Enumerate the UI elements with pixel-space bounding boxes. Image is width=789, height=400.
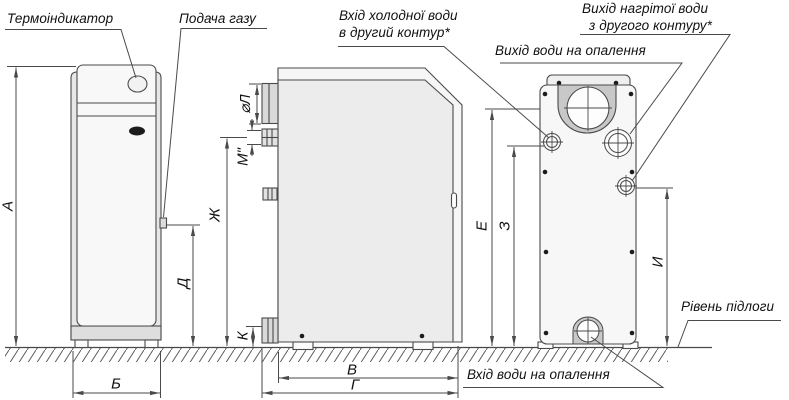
dimension-lines: [7, 66, 673, 398]
flue-pipe: [261, 82, 279, 125]
label-cold-water-inlet-line2: в другий контур*: [339, 25, 450, 40]
side-foot-right: [412, 341, 434, 351]
ground-floor-line: [5, 346, 712, 362]
front-view: [70, 64, 168, 349]
threaded-connection: [261, 128, 279, 147]
leader-lines: [5, 28, 781, 388]
flue-opening: [557, 84, 617, 134]
label-thermoindicator: Термоіндикатор: [7, 11, 114, 26]
label-floor-level: Рівень підлоги: [681, 299, 775, 314]
leader-heating-water-inlet: [463, 336, 665, 388]
label-heating-water-inlet: Вхід води на опалення: [467, 367, 610, 382]
label-dhw-outlet-line1: Вихід нагрітої води: [582, 1, 709, 16]
leader-dhw-outlet: [580, 34, 731, 182]
dhw-outlet-port: [615, 175, 637, 197]
dim-label-g: Г: [350, 376, 360, 394]
dim-label-d: Д: [174, 277, 192, 289]
cold-water-inlet-port: [541, 131, 563, 153]
viewing-window: [129, 126, 145, 136]
dim-label-zh: Ж: [206, 208, 224, 222]
leader-cold-water-inlet: [338, 46, 550, 139]
front-foot-left: [74, 339, 89, 349]
dim-label-l: ⌀Л: [237, 94, 254, 114]
dim-label-m: М": [234, 148, 252, 166]
front-base: [70, 325, 162, 341]
dim-label-z: З: [496, 221, 514, 231]
front-foot-right: [144, 339, 159, 349]
dim-label-a: А: [0, 200, 17, 212]
gas-connection-stub: [159, 217, 168, 229]
back-panel-screws: [542, 91, 635, 336]
heating-water-outlet-port: [602, 127, 634, 159]
door-handle: [450, 192, 458, 209]
leader-gas-supply: [163, 28, 267, 218]
side-body-face: [277, 79, 454, 343]
front-door: [76, 64, 157, 327]
label-heating-water-outlet: Вихід води на опалення: [495, 43, 646, 58]
label-gas-supply: Подача газу: [179, 11, 256, 26]
leader-thermoindicator: [5, 29, 137, 79]
label-cold-water-inlet-line1: Вхід холодної води: [339, 8, 458, 23]
dim-label-v: В: [346, 361, 358, 379]
dim-label-b: Б: [111, 375, 121, 393]
side-view: [261, 67, 463, 351]
thermoindicator-window: [127, 75, 148, 93]
leader-heating-water-outlet: [500, 62, 683, 135]
dim-label-k: К: [234, 331, 252, 341]
dim-label-e: Е: [473, 220, 491, 232]
side-bottom-stub: [261, 317, 279, 344]
back-view: [537, 74, 639, 350]
label-dhw-outlet-line2: з другого контуру*: [589, 18, 712, 33]
side-mid-stub: [262, 187, 278, 201]
heating-water-inlet-port: [572, 316, 604, 345]
leader-floor-level: [677, 320, 781, 348]
side-foot-left: [292, 341, 314, 351]
dim-label-i: И: [649, 256, 667, 268]
